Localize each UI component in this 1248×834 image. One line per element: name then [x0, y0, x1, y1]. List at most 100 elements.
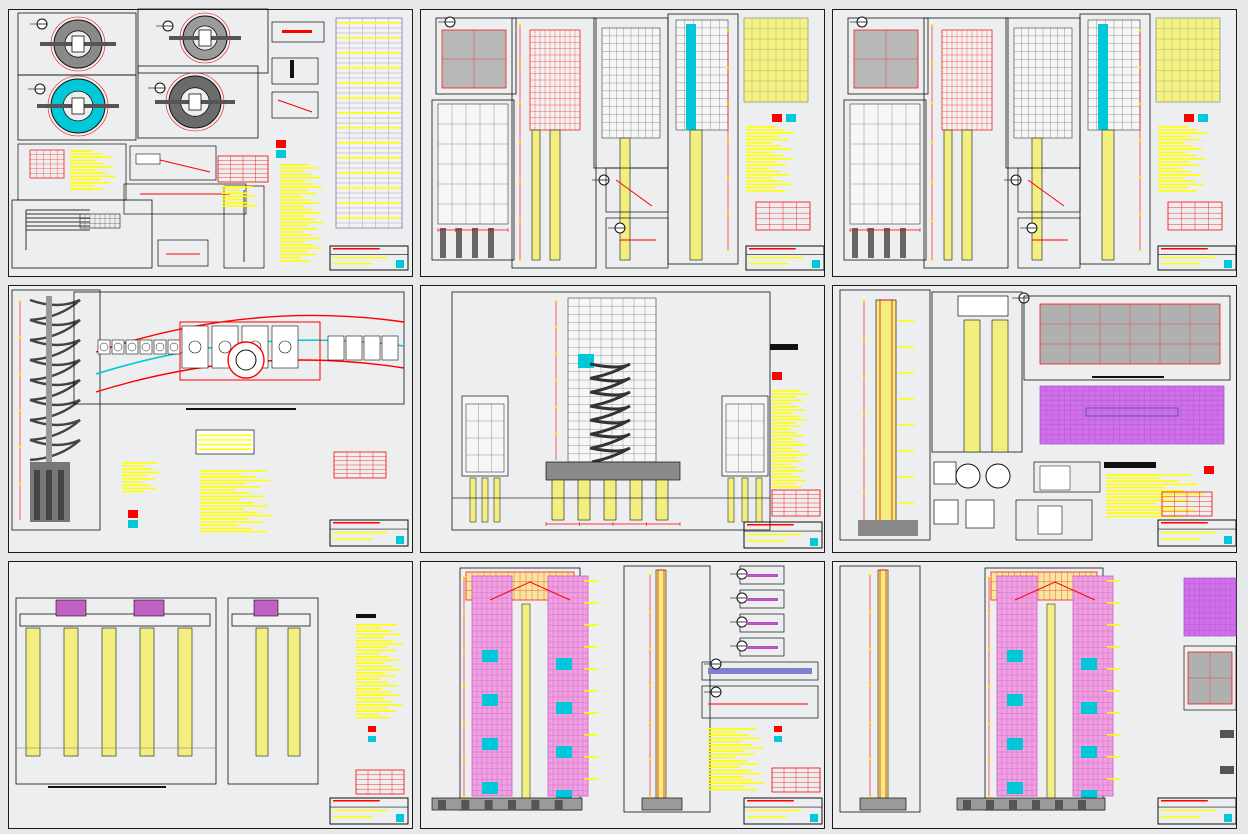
dimension-tick: [930, 220, 934, 222]
section-mark: [1220, 766, 1234, 774]
annotation-line: [356, 716, 390, 719]
column-shaft: [531, 129, 541, 261]
annotation-line: [746, 126, 776, 128]
pile: [741, 477, 749, 523]
footing-pile: [1032, 800, 1040, 810]
annotation-line: [772, 438, 792, 440]
pile-stub: [868, 228, 874, 258]
annotation-line: [200, 502, 254, 504]
schedule-highlight: [338, 142, 400, 144]
footing-pile: [1009, 800, 1017, 810]
annotation-line: [122, 478, 155, 480]
annotation-line: [70, 188, 103, 190]
detail-frame: [451, 291, 771, 531]
wall-note: [584, 778, 598, 780]
dimension-tick: [987, 686, 991, 688]
dimension-tick: [987, 612, 991, 614]
pile: [188, 340, 202, 354]
annotation-line: [708, 737, 760, 740]
annotation-line: [1106, 506, 1176, 508]
legend-header: [770, 344, 798, 350]
annotation-line: [70, 156, 111, 158]
detail-frame: [123, 183, 247, 215]
annotation-line: [280, 256, 302, 259]
detail-frame: [843, 99, 927, 261]
spiral-stair-flight: [589, 446, 631, 464]
pile: [551, 479, 565, 521]
annotation-line: [1106, 515, 1182, 518]
annotation-line: [200, 479, 271, 482]
annotation-line: [200, 505, 269, 507]
legend-swatch: [276, 150, 286, 158]
dimension-tick: [930, 24, 934, 26]
annotation-line: [746, 174, 790, 176]
wall-footing: [641, 797, 683, 811]
detail-frame: [17, 143, 127, 201]
footing-pile: [1078, 800, 1086, 810]
title-block-line: [747, 800, 794, 802]
annotation-line: [122, 465, 145, 467]
annotation-line: [772, 470, 805, 472]
annotation-line: [746, 158, 794, 160]
annotation-line: [708, 776, 743, 778]
annotation-line: [70, 159, 96, 162]
annotation-line: [772, 479, 807, 482]
dimension-tick: [462, 796, 466, 798]
footing-pile: [461, 800, 470, 810]
annotation-line: [746, 177, 773, 179]
annotation-line: [1106, 477, 1160, 479]
pile-stub: [852, 228, 858, 258]
detail-bar: [746, 646, 778, 649]
dimension-tick: [1138, 213, 1142, 215]
annotation-line: [772, 466, 798, 469]
annotation-line: [1158, 154, 1196, 157]
annotation-line: [708, 744, 752, 746]
title-block-logo: [812, 260, 820, 268]
detail-box: [701, 661, 819, 681]
annotation-line: [70, 175, 117, 178]
detail-frame: [137, 8, 269, 74]
annotation-line: [356, 633, 401, 636]
annotation-line: [1158, 180, 1195, 182]
pile-cap-beam: [19, 613, 211, 627]
annotation-line: [356, 672, 386, 674]
annotation-line: [356, 713, 381, 716]
legend-swatch: [772, 114, 782, 122]
detail-box: [271, 91, 319, 119]
annotation-line: [746, 161, 777, 163]
dimension-tick: [987, 722, 991, 724]
pile: [469, 477, 477, 523]
annotation-line: [708, 785, 746, 788]
annotation-line: [772, 441, 799, 443]
section-fill: [1098, 24, 1108, 130]
column-section-detail: [933, 499, 959, 525]
spiral-stair-flight: [29, 318, 81, 342]
annotation-line: [280, 221, 324, 224]
dimension-tick: [518, 102, 522, 104]
annotation-line: [200, 482, 246, 485]
dimension-tick: [868, 574, 872, 576]
dimension-tick: [554, 380, 558, 382]
title-block-line: [749, 256, 804, 259]
annotation-line: [200, 489, 236, 491]
annotation-line: [772, 406, 798, 408]
annotation-line: [746, 186, 776, 189]
dimension-tick: [930, 142, 934, 144]
annotation-line: [1158, 129, 1198, 131]
detail-bar: [708, 668, 812, 674]
title-block-line: [333, 531, 388, 534]
annotation-line: [1158, 177, 1185, 179]
info-table-line: [198, 434, 252, 437]
annotation-line: [356, 662, 383, 664]
annotation-line: [70, 150, 93, 152]
title-block-line: [747, 540, 786, 542]
dimension-tick: [862, 415, 866, 417]
legend-swatch: [786, 114, 796, 122]
column-note: [898, 346, 914, 348]
title-block: [329, 245, 409, 271]
wall-note: [584, 690, 598, 692]
annotation-line: [356, 624, 398, 626]
annotation-line: [280, 199, 311, 201]
dimension-tick: [462, 686, 466, 688]
title-block: [743, 797, 823, 825]
